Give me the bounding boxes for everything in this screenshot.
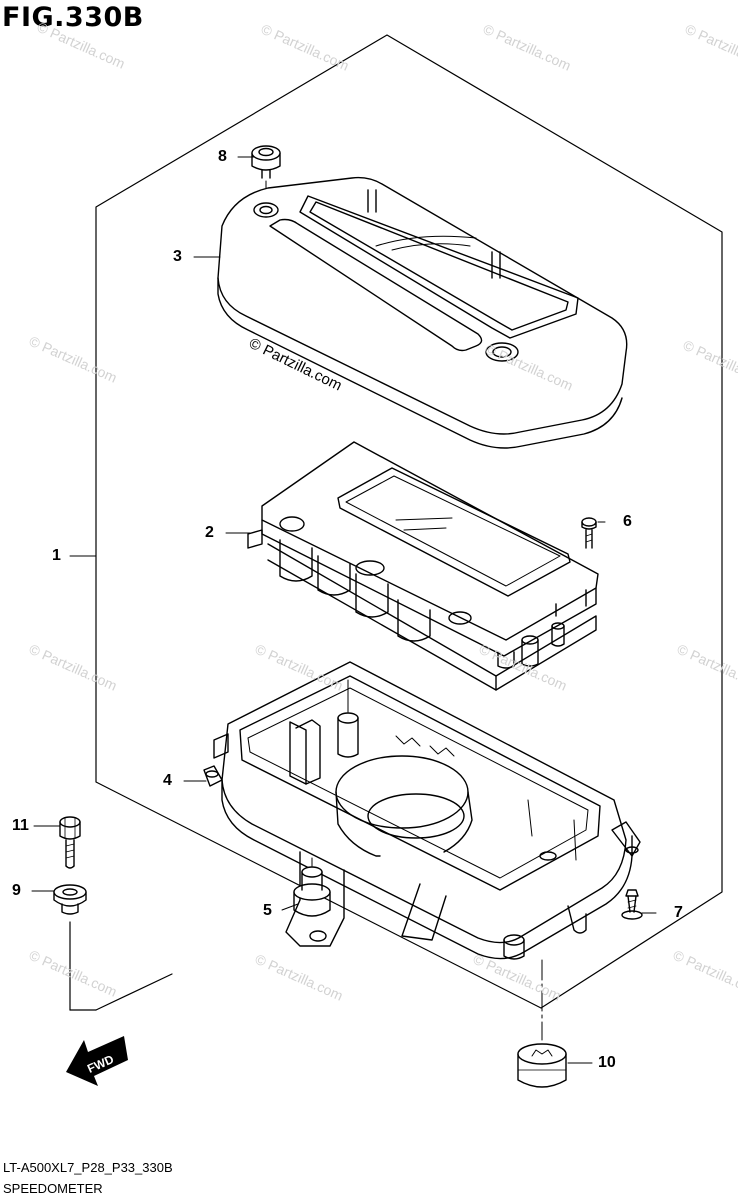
model-code: LT-A500XL7_P28_P33_330B bbox=[3, 1160, 173, 1175]
callout-4: 4 bbox=[163, 772, 172, 789]
callout-2: 2 bbox=[205, 524, 214, 541]
callout-11: 11 bbox=[12, 817, 29, 834]
callout-6: 6 bbox=[623, 513, 632, 530]
part-5-grommet bbox=[293, 857, 331, 917]
callout-10: 10 bbox=[598, 1054, 616, 1071]
fwd-arrow-icon: FWD bbox=[66, 1036, 128, 1086]
part-4-meter-case bbox=[203, 661, 641, 960]
callout-3: 3 bbox=[173, 248, 182, 265]
part-7-screw bbox=[621, 889, 643, 920]
callout-5: 5 bbox=[263, 902, 272, 919]
callout-8: 8 bbox=[218, 148, 227, 165]
part-11-bolt bbox=[59, 816, 81, 869]
leader-lines bbox=[31, 156, 657, 1064]
figure-title: FIG.330B bbox=[2, 2, 144, 33]
part-6-screw bbox=[581, 517, 597, 549]
callout-7: 7 bbox=[674, 904, 683, 921]
callout-9: 9 bbox=[12, 882, 21, 899]
part-9-collar bbox=[53, 884, 87, 915]
part-3-meter-cover bbox=[217, 176, 628, 449]
part-8-cap-bolt bbox=[251, 145, 281, 205]
assembly-boundary bbox=[95, 34, 723, 1009]
part-10-cushion bbox=[517, 1043, 567, 1088]
section-name: SPEEDOMETER bbox=[3, 1181, 103, 1196]
callout-1: 1 bbox=[52, 547, 61, 564]
part-2-meter-unit bbox=[247, 441, 599, 691]
